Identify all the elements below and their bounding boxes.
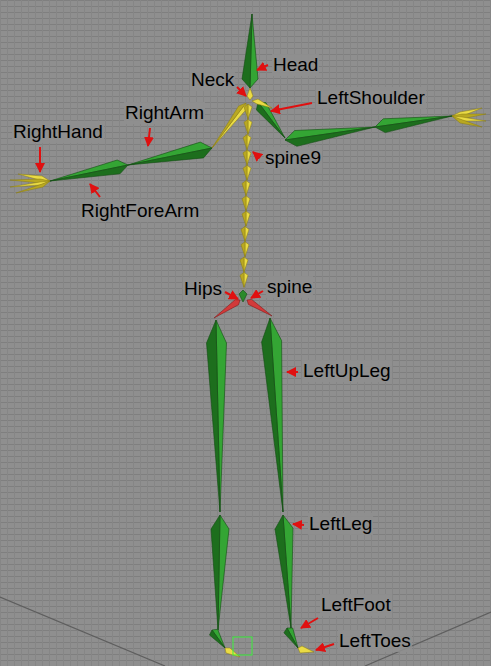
leader-arrow: [237, 87, 246, 96]
leader-arrow: [293, 524, 304, 525]
leader-arrow: [148, 128, 150, 146]
bone-label: LeftToes: [338, 630, 412, 652]
arm-bone: [128, 142, 212, 165]
upleg-bone: [262, 318, 283, 512]
root-cube: [233, 637, 252, 655]
bone-label: RightArm: [124, 102, 205, 124]
spine-bone: [242, 181, 250, 196]
bone-label: spine9: [264, 147, 322, 169]
spine-bone: [243, 150, 251, 165]
floor-edge: [0, 597, 491, 666]
foot-bone: [284, 628, 298, 648]
spine-bone: [242, 196, 250, 211]
upleg-bone: [207, 320, 221, 512]
bone-label: Head: [272, 54, 319, 76]
leader-arrow: [225, 292, 238, 299]
spine-bone: [243, 135, 251, 150]
leader-arrow: [271, 103, 312, 111]
spine-bone: [244, 104, 252, 119]
bone-label: spine: [266, 276, 313, 298]
spine-bone: [241, 242, 249, 257]
bone-label: LeftLeg: [308, 513, 373, 535]
leader-arrow: [251, 291, 263, 298]
yellow-bones: [10, 88, 486, 657]
red-bones: [214, 299, 272, 318]
forearm-bone: [50, 165, 128, 181]
leader-arrow: [257, 65, 268, 70]
leg-bone: [275, 515, 291, 628]
arm-bone: [128, 148, 212, 165]
forearm-bone: [50, 160, 128, 181]
bone-label: Neck: [190, 69, 235, 91]
bone-label: RightForeArm: [80, 200, 200, 222]
hip-bone: [247, 299, 272, 316]
leader-arrow: [90, 184, 100, 197]
neck-bone: [247, 88, 253, 100]
shoulder-bone: [212, 103, 246, 148]
leader-arrow: [253, 152, 260, 158]
green-bones: [50, 14, 452, 648]
finger-bone: [16, 181, 50, 193]
bone-label: LeftFoot: [320, 594, 392, 616]
leader-arrow: [39, 147, 41, 172]
spine-bone: [243, 165, 251, 180]
leader-arrow: [301, 618, 318, 628]
shoulder-bone: [212, 103, 246, 148]
leader-arrow: [287, 371, 298, 373]
head-bone: [242, 14, 252, 88]
clavicle-bone: [252, 99, 272, 108]
bone-label: LeftUpLeg: [302, 360, 392, 382]
foot-bone: [210, 630, 226, 648]
spine-bone: [240, 272, 248, 287]
bone-label: Hips: [183, 278, 223, 300]
bone-label: LeftShoulder: [316, 87, 426, 109]
spine-bone: [244, 119, 252, 134]
leg-bone: [211, 515, 220, 630]
finger-bone: [452, 116, 482, 127]
spine-bone: [241, 226, 249, 241]
spine-bone: [240, 257, 248, 272]
leader-arrows: [40, 65, 334, 650]
toe-bone: [298, 646, 314, 653]
forearm-bone: [375, 116, 452, 133]
arm-bone: [285, 127, 375, 146]
leader-arrow: [316, 644, 334, 650]
hip-bone: [214, 300, 240, 318]
spine-bone: [242, 211, 250, 226]
bone-label: RightHand: [12, 121, 104, 143]
